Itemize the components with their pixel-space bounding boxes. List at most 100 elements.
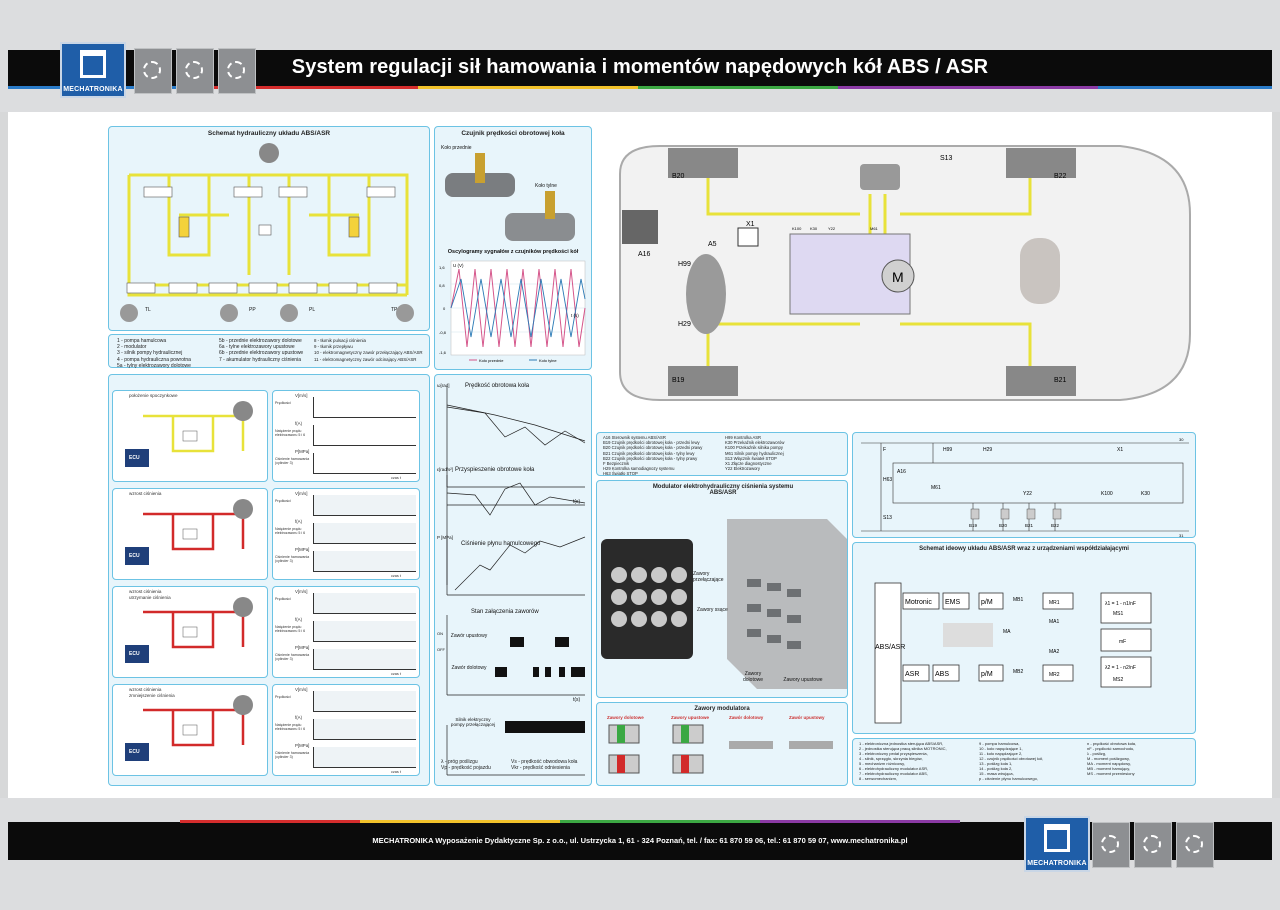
- block-legend-panel: 1 - elektroniczna jednostka sterująca AB…: [852, 738, 1196, 786]
- svg-text:MB1: MB1: [1013, 597, 1024, 603]
- phase-row-label: Prędkości: [275, 401, 291, 405]
- svg-text:31: 31: [1179, 533, 1184, 537]
- phase-axis-label: P[MPa]: [295, 743, 310, 748]
- phase-row-label: Ciśnienie hamowania (cylinder 3): [275, 457, 310, 466]
- phase-mini-graph: [313, 551, 416, 572]
- svg-text:p/M: p/M: [981, 671, 993, 678]
- svg-text:mF: mF: [1119, 639, 1126, 645]
- ecu-label: ECU: [129, 553, 140, 559]
- svg-text:0: 0: [443, 306, 446, 311]
- panel-title: Zawory modulatora: [694, 706, 750, 712]
- modulator-panel: Modulator elektrohydrauliczny ciśnienia …: [596, 480, 848, 698]
- svg-text:0,8: 0,8: [439, 283, 445, 288]
- color-stripe: [178, 86, 418, 89]
- block-diagram-panel: Schemat ideowy układu ABS/ASR wraz z urz…: [852, 542, 1196, 734]
- phase-hydraulic-illustration: [125, 499, 253, 565]
- color-stripe: [560, 820, 760, 823]
- svg-text:ABS: ABS: [935, 671, 949, 678]
- phase-axis-label: V[m/s]: [295, 589, 308, 594]
- svg-text:B20: B20: [999, 523, 1008, 528]
- svg-text:MA: MA: [1003, 629, 1011, 635]
- car-diagram: M B20 B22 B19 B21 S13 A16 A5 X1 H99 H29 …: [600, 134, 1194, 410]
- svg-text:B21: B21: [1025, 523, 1034, 528]
- color-stripe: [418, 86, 638, 89]
- panel-title: Czujnik prędkości obrotowej koła: [461, 130, 565, 137]
- svg-text:EMS: EMS: [945, 599, 961, 606]
- oscillogram-title: Oscylogramy sygnałów z czujników prędkoś…: [447, 249, 579, 255]
- oscillogram-chart: U (V) t (s) 1,6 0,8 0 -0,8 -1,6 Koło prz…: [439, 260, 586, 363]
- graphs-panel: Prędkość obrotowa koła ω[rad] Przyspiesz…: [434, 374, 592, 786]
- svg-text:t (s): t (s): [571, 313, 579, 318]
- svg-text:Koło tylne: Koło tylne: [539, 358, 557, 363]
- valve-header: Zawór upustowy: [789, 715, 825, 720]
- phase-mini-graph: [313, 621, 416, 642]
- wheel-label-pl: PL: [309, 307, 316, 313]
- label-outlet-valves: Zawory upustowe: [783, 677, 823, 683]
- phase-mini-graph: [313, 523, 416, 544]
- phase-axis-label: f(A): [295, 421, 303, 426]
- graph-title-pressure: Ciśnienie płynu hamulcowego: [461, 541, 541, 547]
- svg-text:ABS/ASR: ABS/ASR: [875, 644, 905, 651]
- footer-text: MECHATRONIKA Wyposażenie Dydaktyczne Sp.…: [372, 836, 908, 845]
- on-label: ON: [437, 631, 443, 636]
- color-stripe: [760, 820, 960, 823]
- phase-label: wzrost ciśnienia utrzymanie ciśnienia: [129, 589, 171, 600]
- label-switch-valves: Zawory przełączające: [693, 571, 724, 583]
- svg-text:H99: H99: [678, 261, 691, 268]
- block-diagram: Motronic EMS p/M ABS/ASR ASR ABS p/M MB1…: [874, 582, 1152, 724]
- phase-scheme-0: położenie spoczynkowe ECU: [112, 390, 268, 482]
- phase-mini-graph: [313, 397, 416, 418]
- valve-header: Zawór dolotowy: [729, 715, 764, 720]
- svg-text:Y22: Y22: [1023, 491, 1032, 497]
- svg-text:S13: S13: [940, 155, 953, 162]
- phase-scheme-1: wzrost ciśnienia ECU: [112, 488, 268, 580]
- ecu-label: ECU: [129, 651, 140, 657]
- phase-axis-label: V[m/s]: [295, 393, 308, 398]
- color-stripe: [360, 820, 560, 823]
- hydraulic-diagram: [120, 143, 414, 322]
- svg-text:X1: X1: [1117, 447, 1123, 453]
- phase-mini-graph: [313, 649, 416, 670]
- phase-mini-graph: [313, 747, 416, 768]
- phase-mini-graph: [313, 495, 416, 516]
- svg-text:MA2: MA2: [1049, 649, 1060, 655]
- phase-row-label: Prędkości: [275, 499, 291, 503]
- panel-title: Modulator elektrohydrauliczny ciśnienia …: [652, 484, 794, 496]
- phase-hydraulic-illustration: [125, 695, 253, 761]
- valve-label: Zawór upustowy: [450, 633, 488, 639]
- block-legend-col-3: n - prędkość obrotowa koła,nF - prędkość…: [1087, 741, 1137, 776]
- phase-scheme-2: wzrost ciśnienia utrzymanie ciśnienia EC…: [112, 586, 268, 678]
- wheel-label-tl: TL: [145, 307, 151, 313]
- ecu-label: ECU: [129, 455, 140, 461]
- page-title: System regulacji sił hamowania i momentó…: [291, 56, 989, 78]
- motor-label: Silnik elektryczny pompy przełączającej: [450, 717, 496, 727]
- block-legend-col-1: 1 - elektroniczna jednostka sterująca AB…: [859, 741, 947, 781]
- phase-row-label: Prędkości: [275, 597, 291, 601]
- certificate-badge: [218, 48, 256, 94]
- svg-text:B22: B22: [1051, 523, 1060, 528]
- phase-row-label: Ciśnienie hamowania (cylinder 3): [275, 751, 310, 760]
- valve-header: Zawory dolotowe: [607, 715, 644, 720]
- color-stripe: [1098, 86, 1272, 89]
- certificate-badge: [1092, 822, 1130, 868]
- phase-label: położenie spoczynkowe: [129, 393, 178, 398]
- svg-text:MA1: MA1: [1049, 619, 1060, 625]
- phase-row-label: Natężenie prądu elektrozaworu 5 i 6: [275, 625, 306, 634]
- color-stripe: [838, 86, 1098, 89]
- svg-text:B20: B20: [672, 173, 685, 180]
- svg-text:H29: H29: [983, 447, 992, 453]
- label-inlet-valves: Zawory dolotowe: [742, 671, 763, 683]
- axis-label: ε[rad/s²]: [437, 467, 454, 472]
- color-stripe: [180, 820, 360, 823]
- svg-text:S13: S13: [883, 515, 892, 521]
- svg-text:MR1: MR1: [1049, 600, 1060, 606]
- logo-text: MECHATRONIKA: [1027, 860, 1087, 867]
- svg-text:-0,8: -0,8: [439, 330, 447, 335]
